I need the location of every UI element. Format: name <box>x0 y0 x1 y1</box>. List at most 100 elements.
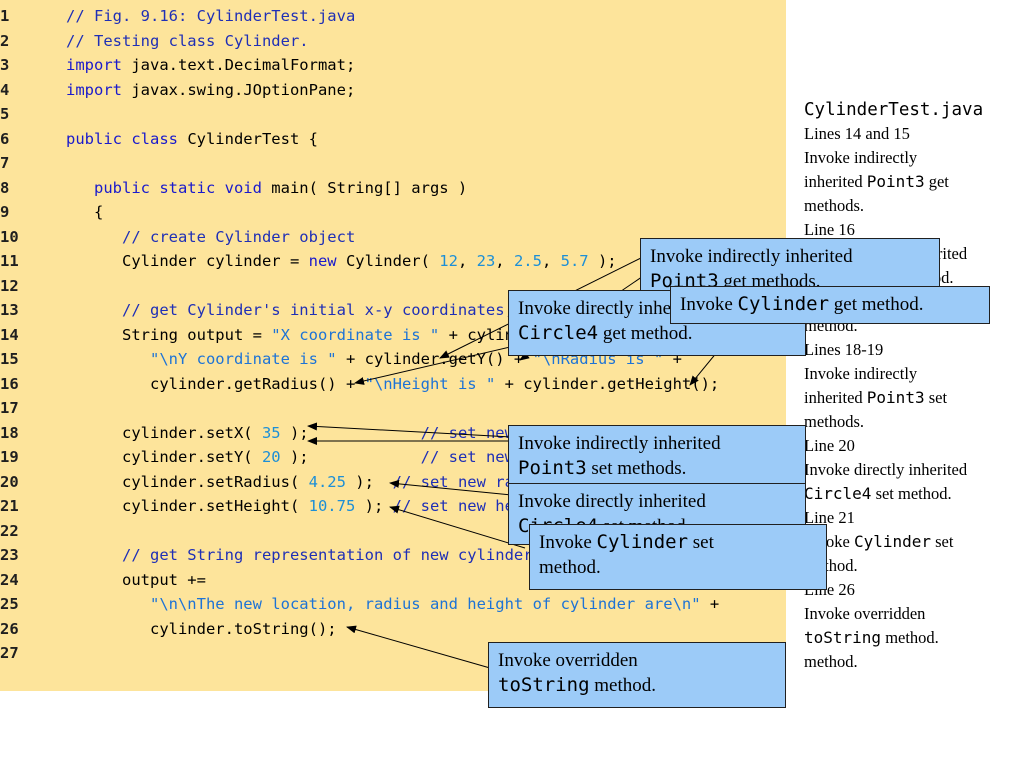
code-token: "X coordinate is " <box>271 325 440 344</box>
note-text: Lines 14 and 15 <box>804 124 910 143</box>
code-token: 2.5 <box>513 252 542 270</box>
callout-line: Invoke Cylinder get method. <box>680 292 980 317</box>
line-number: 20 <box>0 472 19 491</box>
code-token: output += <box>38 570 206 589</box>
code-token: ); <box>588 252 617 270</box>
arrow-tostring <box>346 625 491 669</box>
arrow-cylinder-set <box>389 505 526 549</box>
note-text: inherited <box>804 172 867 191</box>
code-text: import javax.swing.JOptionPane; <box>38 78 355 102</box>
note-text: methods. <box>804 196 865 215</box>
note-text: method. <box>804 652 858 671</box>
note-text: get method. <box>598 323 693 344</box>
code-token: cylinder.setY( <box>38 448 262 466</box>
line-number: 7 <box>0 154 10 172</box>
callout-line: Invoke overridden <box>498 648 776 673</box>
line-number: 18 <box>0 423 19 442</box>
code-token: 5.7 <box>560 252 589 270</box>
callout-line: Invoke Cylinder set <box>539 530 817 555</box>
code-text: { <box>38 200 103 224</box>
code-text: import java.text.DecimalFormat; <box>38 53 355 77</box>
code-token: Cylinder cylinder = <box>38 252 309 270</box>
line-number: 3 <box>0 56 10 74</box>
code-token: new <box>308 252 337 270</box>
code-identifier: Point3 <box>518 457 587 479</box>
note-text: Invoke indirectly <box>804 148 918 167</box>
line-number: 6 <box>0 129 10 148</box>
note-text: Line 16 <box>804 220 855 239</box>
note-text: method. <box>589 675 657 696</box>
code-text: cylinder.getRadius() + "\nHeight is " + … <box>38 372 719 396</box>
code-token: // get String representation of new cyli… <box>38 546 598 564</box>
code-token: , <box>541 252 561 270</box>
code-token: import <box>38 56 122 74</box>
arrow-circle4-set <box>389 479 513 496</box>
callout-line: toString method. <box>498 673 776 698</box>
code-identifier: toString <box>804 628 882 647</box>
note-text: method. <box>539 557 601 578</box>
note-text: inherited <box>804 388 867 407</box>
callout-line: Invoke indirectly inherited <box>518 431 796 456</box>
callout-line: Invoke directly inherited <box>518 296 796 321</box>
line-number: 23 <box>0 546 19 564</box>
line-number: 24 <box>0 570 19 589</box>
code-identifier: Point3 <box>866 388 925 407</box>
code-text: public static void main( String[] args ) <box>38 176 467 200</box>
note-text: Line 20 <box>804 436 855 455</box>
note-text: Invoke overridden <box>804 604 926 623</box>
code-token: ); <box>355 497 393 515</box>
code-identifier: Cylinder <box>737 293 830 315</box>
line-number: 27 <box>0 644 19 662</box>
code-token: 12 <box>439 252 458 270</box>
code-token: java.text.DecimalFormat; <box>122 56 356 74</box>
note-text: Line 21 <box>804 508 855 527</box>
line-number: 1 <box>0 7 10 25</box>
code-token: // create Cylinder object <box>38 227 356 246</box>
line-number: 26 <box>0 619 19 638</box>
code-token: + cylinder.getHeight(); <box>495 374 720 393</box>
note-text: set methods. <box>586 458 687 479</box>
code-identifier: toString <box>498 674 590 696</box>
sidebar-note-line: Invoke indirectly <box>804 362 1014 386</box>
note-text: Invoke indirectly <box>804 364 918 383</box>
note-text: set <box>924 388 948 407</box>
note-text: Invoke directly inherited <box>518 491 706 512</box>
callout-cylinder-get: Invoke Cylinder get method. <box>670 286 990 324</box>
note-text: Invoke overridden <box>498 650 638 671</box>
sidebar-note-line: inherited Point3 get <box>804 170 1014 194</box>
line-number: 15 <box>0 350 19 368</box>
line-number: 2 <box>0 31 10 50</box>
callout-line: method. <box>539 555 817 580</box>
note-text: methods. <box>804 412 865 431</box>
code-token: 23 <box>476 252 496 270</box>
code-token: cylinder.setHeight( <box>38 497 309 515</box>
line-number: 8 <box>0 178 10 197</box>
line-number: 16 <box>0 374 19 393</box>
sidebar-note-line: method. <box>804 650 1014 674</box>
callout-line: Invoke indirectly inherited <box>650 244 930 269</box>
line-number: 10 <box>0 227 19 246</box>
code-token: // Fig. 9.16: CylinderTest.java <box>38 7 356 25</box>
sidebar-note-line: Line 21 <box>804 506 1014 530</box>
code-token: Cylinder( <box>336 252 440 270</box>
code-text: output += <box>38 568 206 592</box>
sidebar-note-line: toString method. <box>804 626 1014 650</box>
code-identifier: Circle4 <box>518 322 599 344</box>
sidebar-note-line: Lines 18-19 <box>804 338 1014 362</box>
code-token: 35 <box>261 423 281 442</box>
code-token: public static void <box>38 178 262 197</box>
code-token: cylinder.getRadius() + <box>38 374 365 393</box>
line-number: 22 <box>0 521 19 540</box>
code-token: cylinder.setRadius( <box>38 472 309 491</box>
code-token: public class <box>38 129 178 148</box>
note-text: method. <box>881 628 939 647</box>
sidebar-note-line: Invoke indirectly <box>804 146 1014 170</box>
code-identifier: Circle4 <box>804 484 872 503</box>
code-text: // Testing class Cylinder. <box>38 29 309 53</box>
code-identifier: Cylinder <box>596 531 689 553</box>
code-text: cylinder.toString(); <box>38 617 337 641</box>
code-token: String output = <box>38 325 272 344</box>
line-number: 4 <box>0 80 10 99</box>
note-text: set <box>931 532 954 551</box>
